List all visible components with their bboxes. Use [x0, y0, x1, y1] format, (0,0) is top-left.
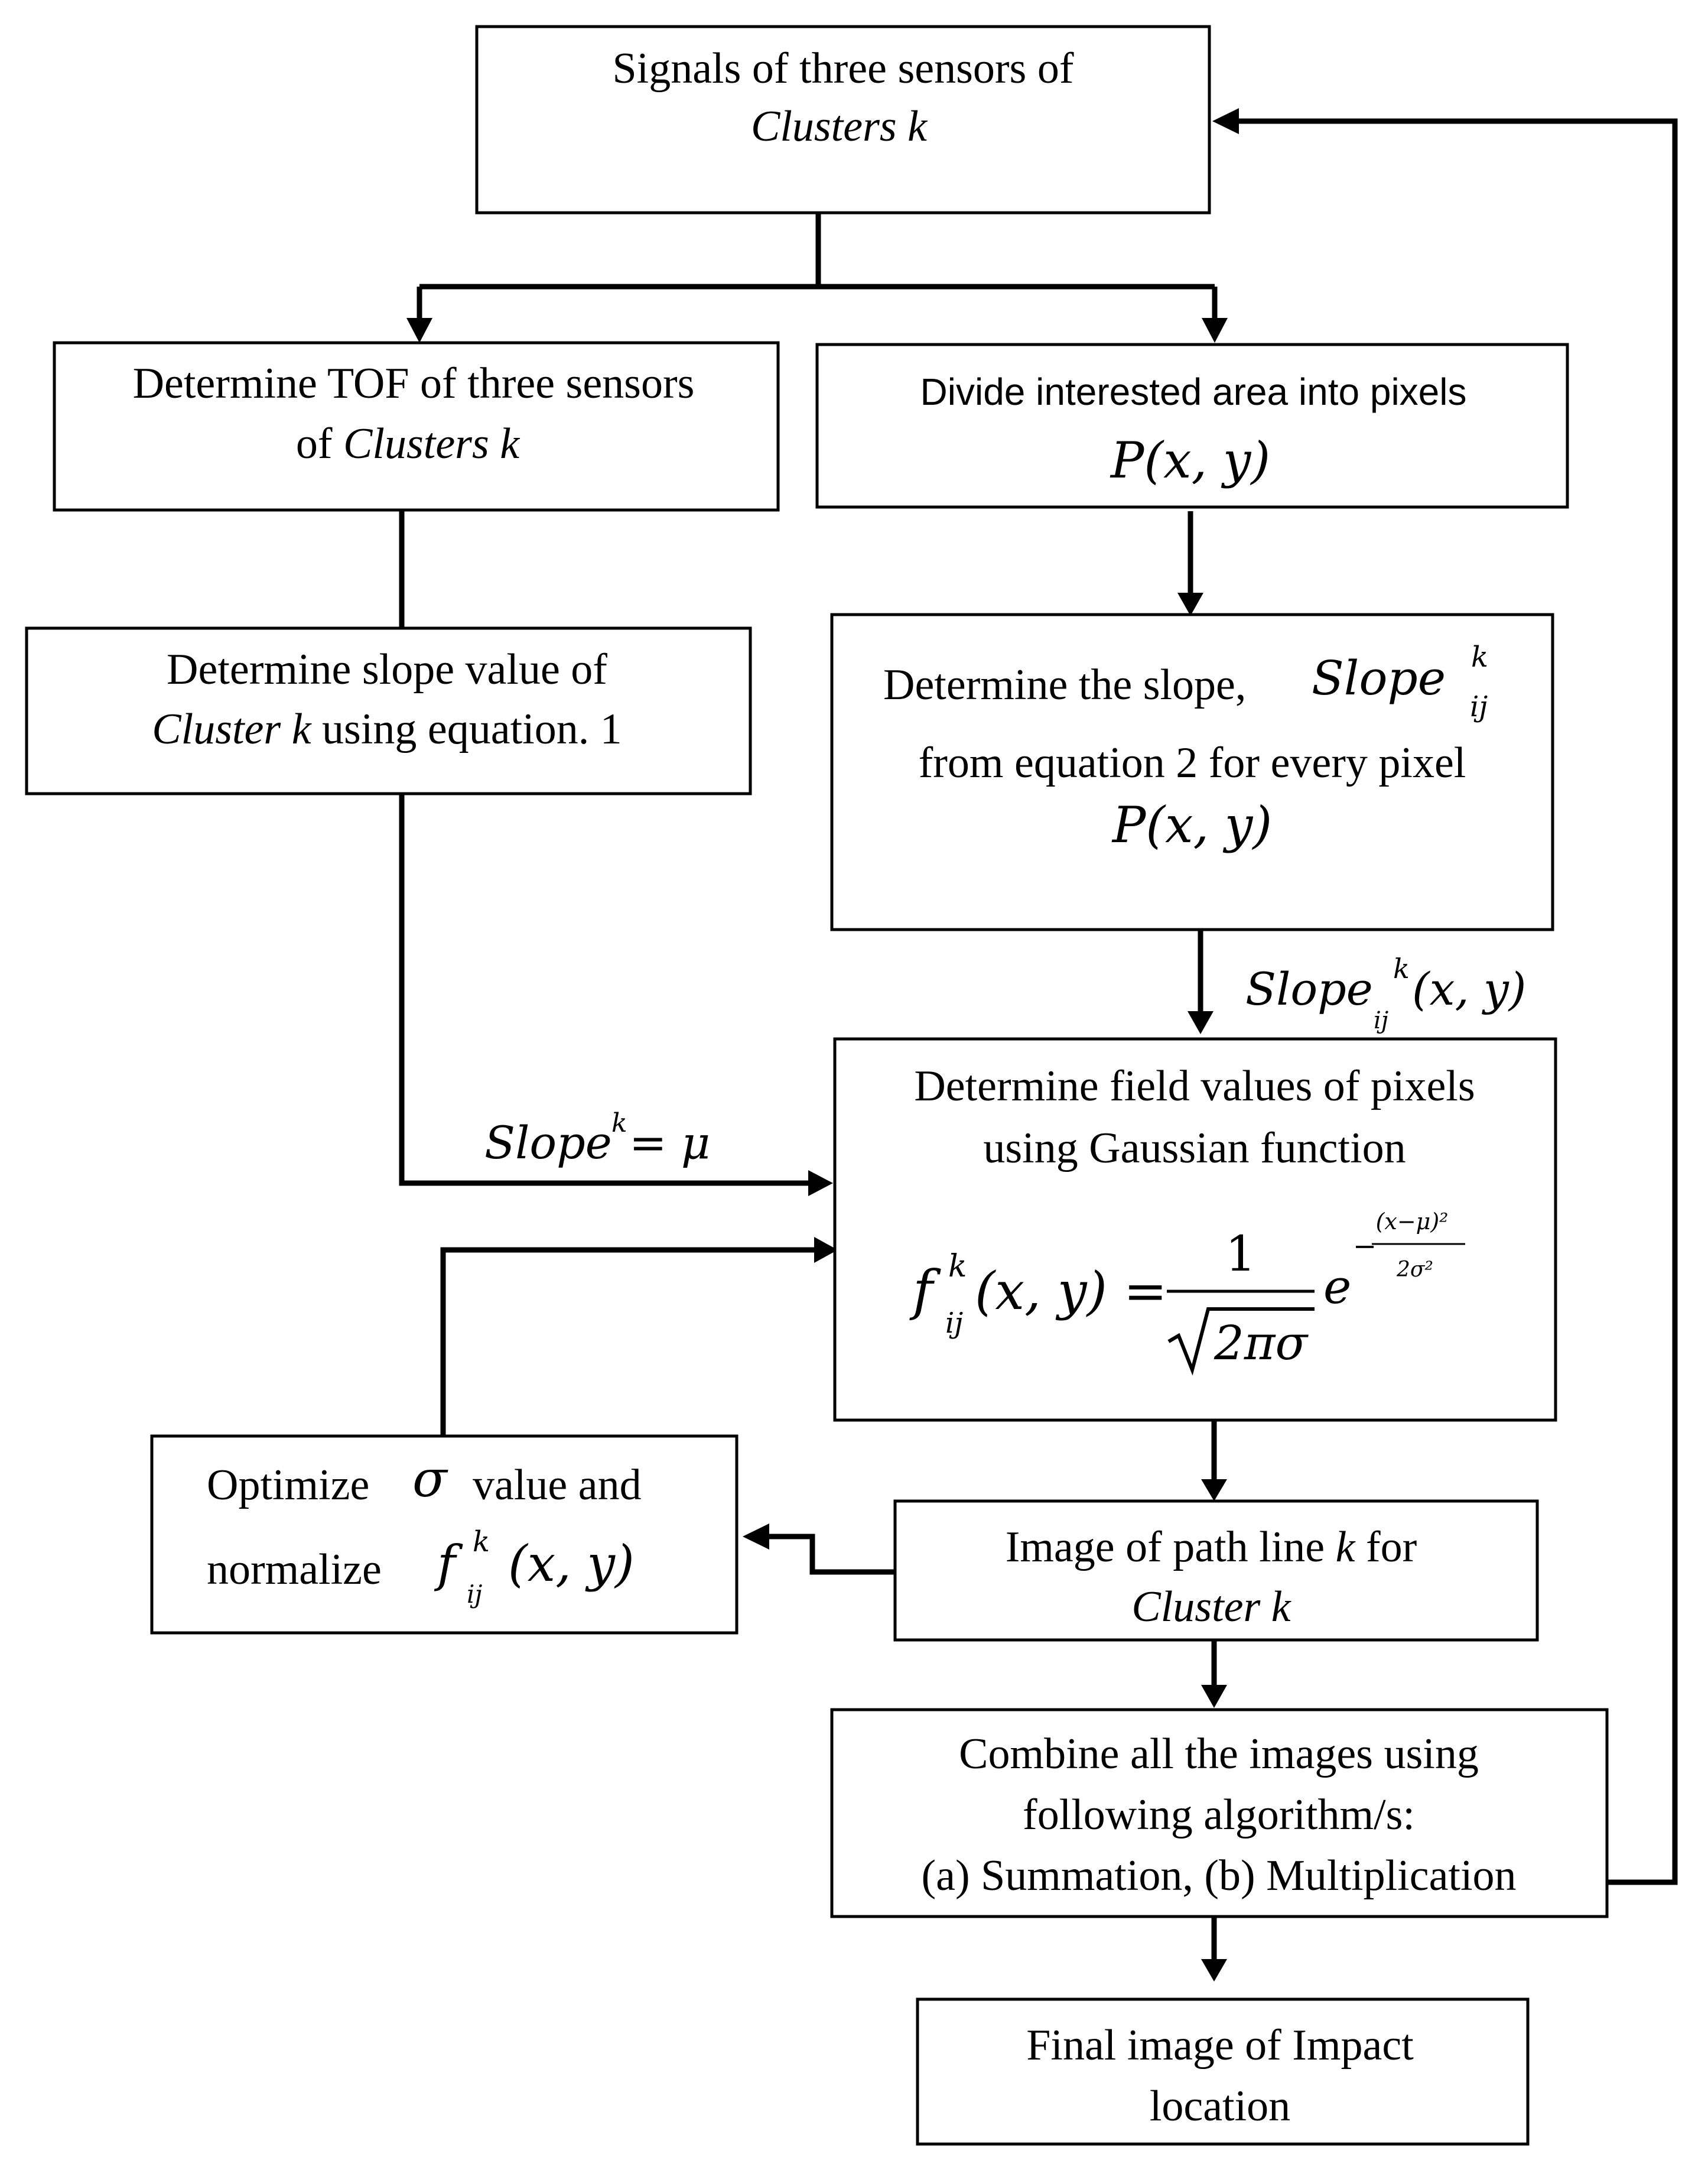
slope-pixel-sub: ij	[1470, 690, 1488, 723]
arrow-to-field-mu	[808, 1170, 833, 1196]
slope-xy-sup: k	[1393, 953, 1410, 985]
slope-xy-sub: ij	[1374, 1007, 1388, 1034]
arrow-to-image-path	[1201, 1479, 1227, 1501]
optimize-func-args: (x, y)	[508, 1535, 635, 1593]
combine-line2: following algorithm/s:	[1023, 1791, 1415, 1839]
image-path-line2: Cluster k	[1131, 1583, 1291, 1631]
connector-optimize-field	[440, 1247, 815, 1437]
combine-box	[830, 1708, 1609, 1918]
slope-pixel-formula: P(x, y)	[1111, 796, 1272, 854]
slope-pixel-symbol: Slope	[1312, 651, 1446, 706]
slope-value-line2-italic: Cluster k	[152, 705, 311, 753]
arrow-to-tof	[406, 318, 432, 343]
optimize-line1-prefix: Optimize	[207, 1461, 369, 1509]
optimize-func-sup: k	[473, 1525, 490, 1558]
tof-line1: Determine TOF of three sensors	[133, 359, 695, 408]
arrow-to-final	[1201, 1959, 1227, 1982]
slope-value-line2-suffix: using equation. 1	[322, 705, 622, 753]
tof-line2-prefix: of	[296, 420, 343, 468]
field-line1: Determine field values of pixels	[914, 1062, 1475, 1110]
image-path-line1-suffix: for	[1366, 1523, 1417, 1571]
slope-xy-base: Slope	[1245, 963, 1373, 1015]
field-formula-args: (x, y) =	[975, 1261, 1167, 1321]
field-formula-sqrt-sign	[1167, 1307, 1315, 1376]
signals-box	[475, 25, 1211, 215]
field-formula-sup: k	[948, 1249, 967, 1284]
slope-pixel-sup: k	[1471, 641, 1488, 674]
field-formula-numerator: 1	[1225, 1226, 1256, 1282]
sigma-symbol: σ	[412, 1450, 448, 1509]
field-line2: using Gaussian function	[983, 1124, 1406, 1172]
optimize-func-sub: ij	[467, 1580, 482, 1609]
field-formula-exp-denominator: 2σ²	[1396, 1258, 1433, 1282]
slope-mu-sup: k	[611, 1108, 627, 1138]
field-formula-denominator: 2πσ	[1214, 1316, 1309, 1370]
slope-pixel-line1-prefix: Determine the slope,	[883, 661, 1246, 709]
field-formula-sub: ij	[945, 1307, 963, 1340]
combine-line3: (a) Summation, (b) Multiplication	[921, 1852, 1516, 1900]
signals-line1: Signals of three sensors of	[613, 44, 1074, 93]
image-path-line1-spacer-a	[1325, 1523, 1336, 1571]
optimize-line1-suffix: value and	[473, 1461, 642, 1509]
arrow-to-slope-pixel	[1177, 593, 1203, 616]
arrow-to-signals	[1212, 108, 1239, 134]
final-line1: Final image of Impact	[1026, 2021, 1414, 2070]
arrow-to-field-feedback	[814, 1237, 838, 1263]
connector-combine-loop	[1238, 118, 1678, 1885]
field-formula-exp-base: e	[1323, 1259, 1351, 1314]
slope-mu-rhs: = μ	[629, 1116, 710, 1169]
combine-line1: Combine all the images using	[959, 1730, 1479, 1778]
slope-value-box	[25, 626, 752, 795]
slope-value-line2-spacer	[311, 705, 323, 753]
arrow-to-field	[1188, 1011, 1214, 1034]
optimize-line2-prefix: normalize	[207, 1545, 382, 1594]
tof-box	[53, 341, 780, 512]
image-path-box	[893, 1499, 1539, 1642]
slope-value-line2: Cluster k using equation. 1	[152, 705, 622, 753]
slope-value-line1: Determine slope value of	[167, 645, 607, 694]
slope-pixel-line2: from equation 2 for every pixel	[919, 739, 1466, 787]
image-path-line1-prefix: Image of path line	[1006, 1523, 1325, 1571]
final-line2: location	[1150, 2082, 1290, 2130]
connector-image-optimize	[768, 1534, 896, 1575]
arrow-to-combine	[1201, 1685, 1227, 1708]
optimize-box	[150, 1434, 738, 1635]
divide-box	[815, 343, 1569, 509]
slope-mu-base: Slope	[484, 1116, 612, 1169]
field-formula-exp-numerator: (x−μ)²	[1376, 1209, 1449, 1235]
image-path-line1-italic: k	[1336, 1523, 1356, 1571]
slope-pixel-box	[830, 613, 1554, 931]
connector-slope-mu	[399, 794, 809, 1186]
arrow-to-divide	[1202, 318, 1228, 343]
arrow-to-optimize	[743, 1524, 769, 1550]
slope-xy-args: (x, y)	[1412, 963, 1526, 1015]
connector-signals-split	[417, 213, 1218, 319]
field-formula-exp-minus: −	[1353, 1230, 1377, 1263]
divide-formula: P(x, y)	[1110, 431, 1270, 489]
tof-line2-italic: Clusters k	[343, 420, 520, 468]
image-path-line1-spacer-b	[1355, 1523, 1366, 1571]
image-path-line1: Image of path line k for	[1006, 1523, 1417, 1571]
signals-line2: Clusters k	[751, 102, 928, 151]
tof-line2: of Clusters k	[296, 420, 520, 468]
divide-line1: Divide interested area into pixels	[920, 371, 1467, 413]
final-box	[916, 1997, 1530, 2146]
